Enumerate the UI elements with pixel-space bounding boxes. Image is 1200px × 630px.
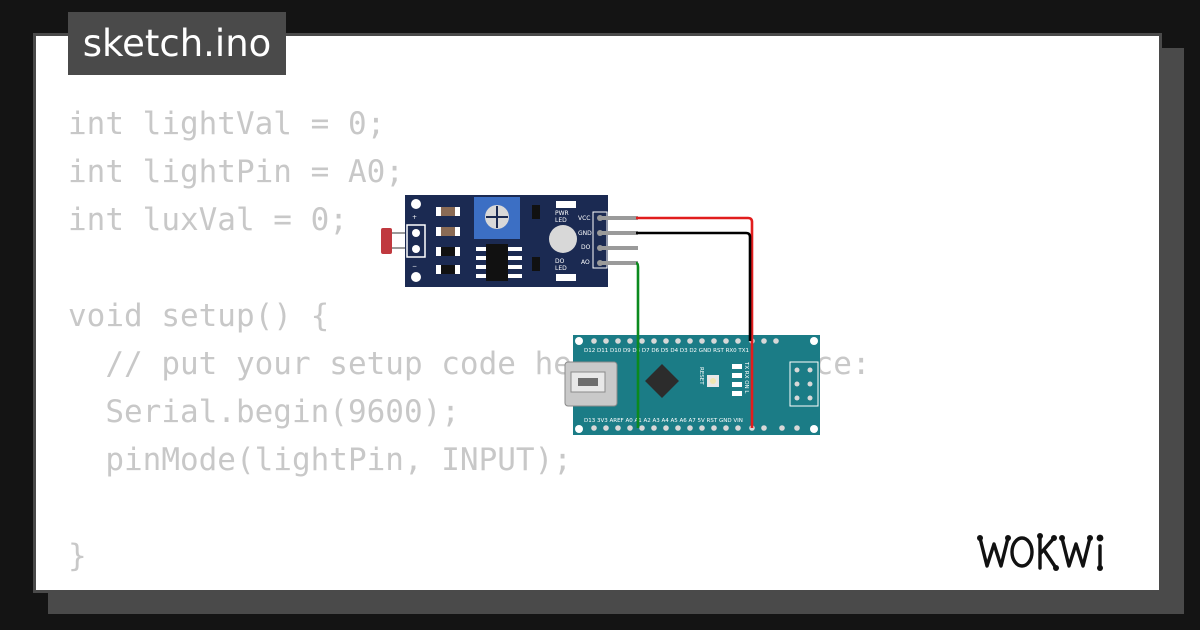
do-led-label-1: DO [555,258,565,265]
pin-label-do: DO [581,244,591,251]
code-line-7: Serial.begin(9600); [68,394,460,430]
pwr-led-label-1: PWR [555,210,569,217]
pin-label-gnd: GND [578,230,592,237]
photoresistor-body [381,228,392,254]
code-line-5: void setup() { [68,298,330,334]
code-line-10: } [68,538,87,574]
capacitor [549,225,577,253]
led-labels: TX RX ON L [743,361,749,394]
pin-vcc[interactable] [600,216,638,220]
pin-label-ao: AO [581,259,590,266]
comparator-chip [486,244,508,281]
nano-top-pin-labels: D12 D11 D10 D9 D8 D7 D6 D5 D4 D3 D2 GND … [584,348,749,354]
code-line-1: int lightVal = 0; [68,106,386,142]
nano-bottom-header[interactable] [591,425,800,431]
code-line-8: pinMode(lightPin, INPUT); [68,442,572,478]
light-sensor-module[interactable]: + − PWR LED DO LED VCC GND D [381,195,638,287]
reset-label: RESET [698,367,704,385]
atmega-chip [645,364,679,398]
code-line-2: int lightPin = A0; [68,154,404,190]
preview-card [33,33,1162,593]
pin-ao[interactable] [600,261,638,265]
plus-label: + [412,214,417,221]
wire-gnd[interactable] [636,231,752,341]
wire-vcc[interactable] [636,216,754,428]
do-led-label-2: LED [555,265,567,272]
pin-label-vcc: VCC [578,215,590,222]
pin-do[interactable] [600,246,638,250]
file-tab-title[interactable]: sketch.ino [68,12,286,75]
icsp-header [789,361,819,407]
minus-label: − [412,263,417,270]
wokwi-logo [977,533,1104,571]
nano-top-header[interactable] [591,338,779,344]
wire-ao[interactable] [635,261,640,428]
nano-bottom-pin-labels: D13 3V3 AREF A0 A1 A2 A3 A4 A5 A6 A7 5V … [584,418,743,424]
pin-gnd[interactable] [600,231,638,235]
arduino-nano[interactable]: D12 D11 D10 D9 D8 D7 D6 D5 D4 D3 D2 GND … [564,335,820,435]
code-line-3: int luxVal = 0; [68,202,348,238]
pwr-led-label-2: LED [555,217,567,224]
